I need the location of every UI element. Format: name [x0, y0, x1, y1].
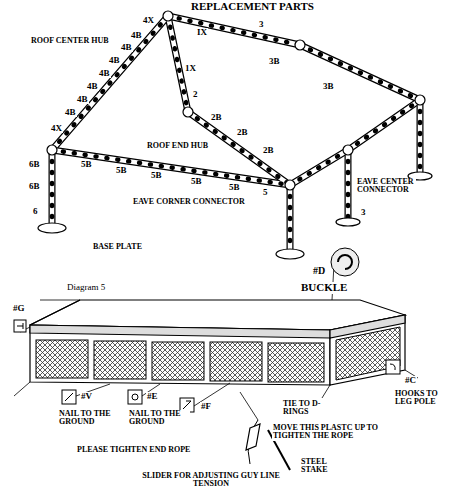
callout-number: 3	[258, 20, 265, 29]
part-label: EAVE CENTER CONNECTOR	[356, 178, 416, 195]
callout-number: 2B	[262, 146, 275, 155]
callout-number: #V	[80, 392, 93, 401]
callout-number: #C	[404, 376, 417, 385]
callout-number: #G	[12, 304, 26, 313]
callout-number: 4X	[142, 16, 155, 25]
part-label: PLEASE TIGHTEN END ROPE	[76, 446, 191, 454]
callout-number: 6B	[28, 160, 41, 169]
part-label: NAIL TO THE GROUND	[128, 410, 190, 427]
part-label: BUCKLE	[300, 282, 348, 294]
callout-number: 1X	[184, 64, 197, 73]
callout-number: 4B	[130, 31, 143, 40]
callout-number: 2	[192, 90, 199, 99]
callout-number: 6	[32, 207, 39, 216]
callout-number: 5B	[228, 183, 241, 192]
callout-number: 5B	[190, 177, 203, 186]
callout-number: 4B	[98, 69, 111, 78]
part-label: ROOF CENTER HUB	[30, 37, 110, 45]
callout-number: 4B	[76, 95, 89, 104]
callout-number: #E	[146, 392, 159, 401]
part-label: HOOKS TO LEG POLE	[394, 390, 450, 407]
callout-number: 5B	[115, 166, 128, 175]
part-label: STEEL STAKE	[300, 458, 352, 475]
part-label: MOVE THIS PLASTC UP TO TIGHTEN THE ROPE	[272, 424, 392, 441]
part-label: TIE TO D-RINGS	[282, 400, 344, 417]
callout-number: 2B	[236, 128, 249, 137]
part-label: ROOF END HUB	[146, 142, 209, 150]
callout-number: 3	[360, 208, 367, 217]
callout-number: 4B	[86, 82, 99, 91]
callout-number: 5B	[80, 160, 93, 169]
part-label: NAIL TO THE GROUND	[58, 410, 120, 427]
callout-number: 2B	[210, 113, 223, 122]
callout-number: 6B	[28, 182, 41, 191]
callout-number: 5B	[150, 171, 163, 180]
diagram-title: REPLACEMENT PARTS	[190, 1, 315, 13]
callout-number: IX	[196, 28, 208, 37]
callout-number: 5	[262, 188, 269, 197]
callout-number: 4B	[108, 56, 121, 65]
callout-number: 3B	[322, 82, 335, 91]
part-label: EAVE CORNER CONNECTOR	[132, 198, 246, 206]
callout-number: 4B	[64, 108, 77, 117]
callout-number: 4X	[50, 124, 63, 133]
callout-number: 3B	[268, 57, 281, 66]
callout-number: #F	[200, 402, 212, 411]
part-label: BASE PLATE	[92, 243, 143, 251]
callout-number: 4B	[120, 43, 133, 52]
part-label: SLIDER FOR ADJUSTING GUY LINE TENSION	[130, 472, 292, 489]
callout-number: #D	[312, 266, 326, 277]
part-label: Diagram 5	[66, 283, 106, 292]
